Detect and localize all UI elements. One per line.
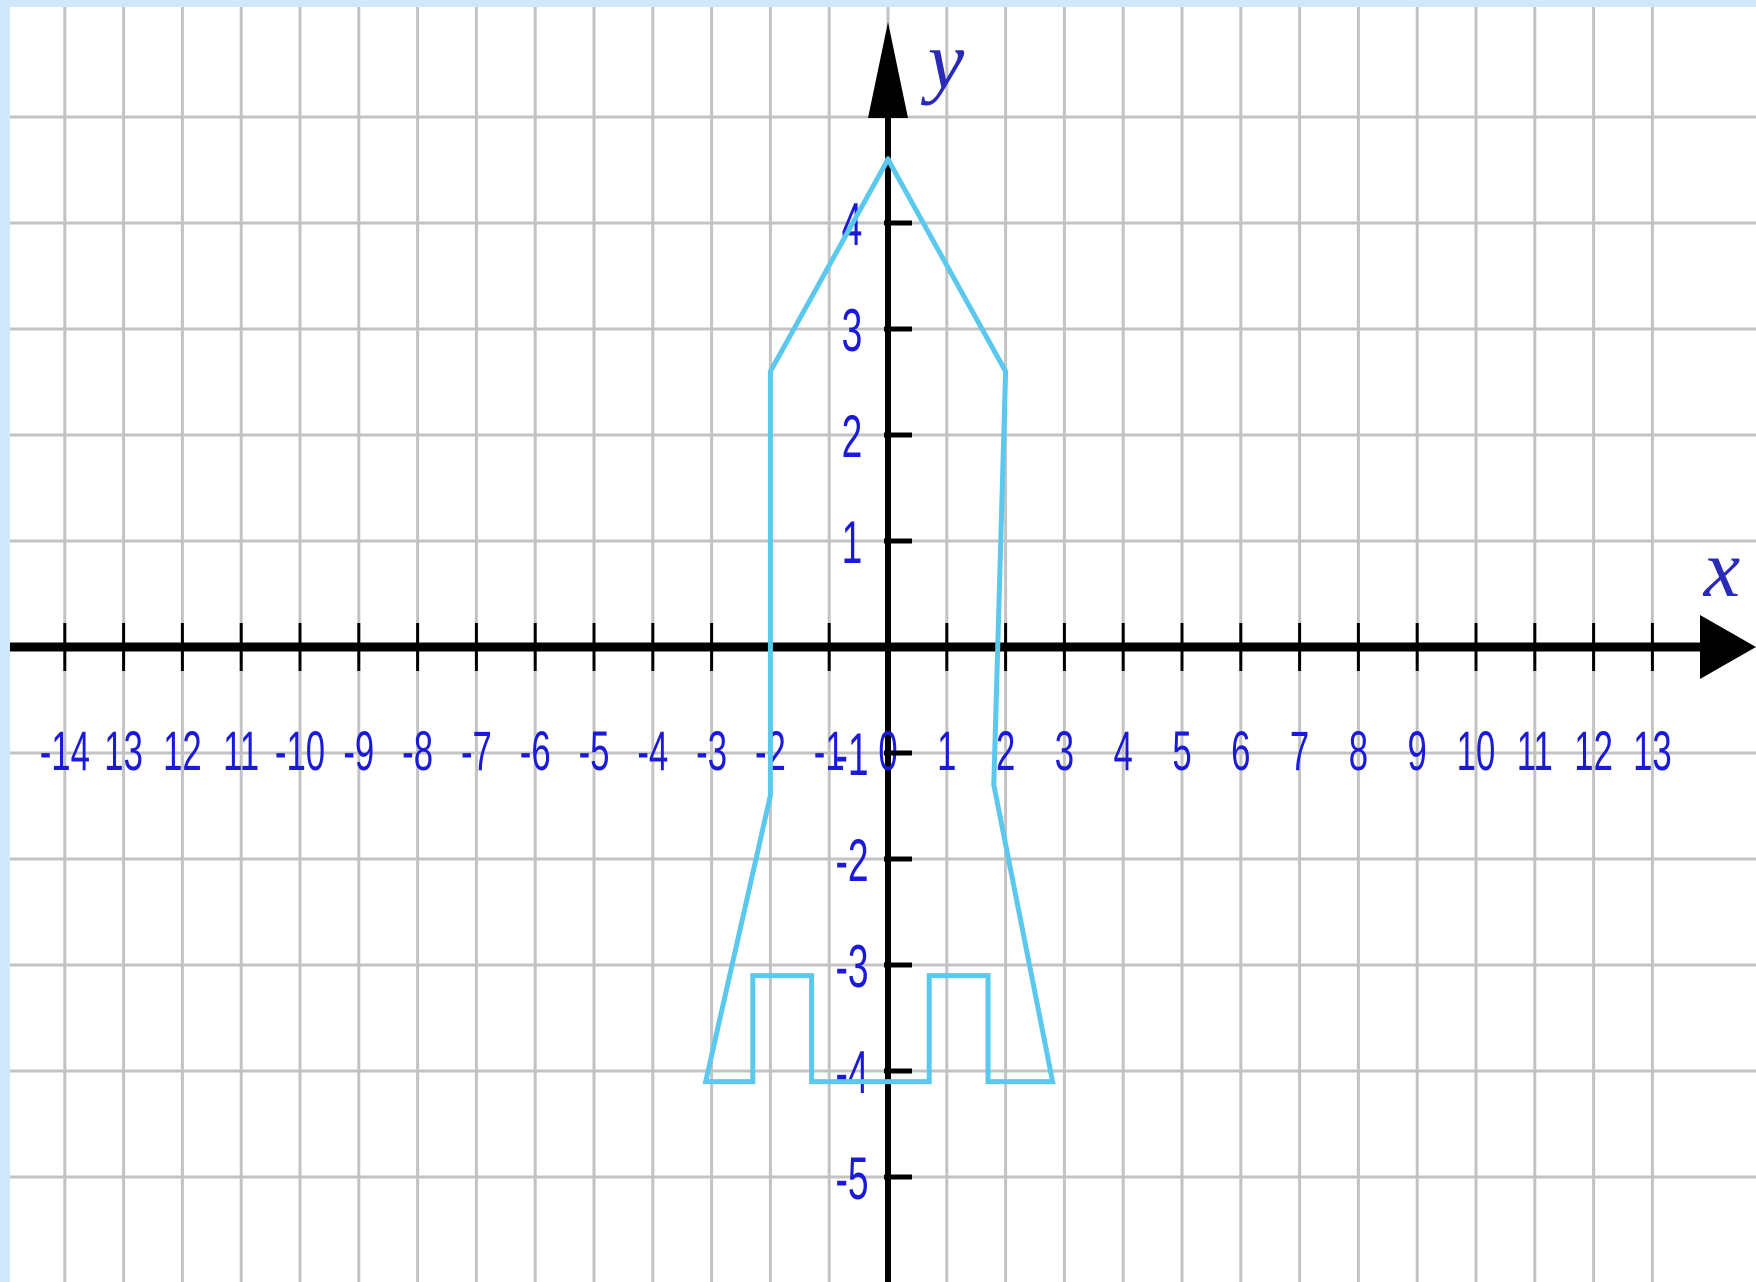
x-tick-label: 11 [223,720,259,783]
y-tick-label: -1 [835,721,868,788]
x-tick-label: 6 [1231,720,1250,783]
x-tick-label: -3 [696,720,727,783]
x-tick-label: -10 [275,720,325,783]
y-axis-arrow [868,22,908,118]
x-tick-label: 5 [1172,720,1191,783]
x-tick-label: 13 [104,720,143,783]
x-axis-arrow [1700,615,1756,679]
x-tick-label: 8 [1349,720,1368,783]
x-tick-label: 12 [163,720,202,783]
x-axis-label: x [1703,523,1740,614]
x-tick-label: -9 [343,720,374,783]
y-axis-label: y [921,15,965,106]
x-tick-label: -6 [520,720,551,783]
y-tick-label: 3 [842,297,863,364]
x-tick-label: 7 [1290,720,1309,783]
x-tick-label: -4 [637,720,668,783]
x-tick-label: 10 [1457,720,1496,783]
frame-edge-left [0,0,10,1282]
x-tick-label: -14 [40,720,90,783]
x-tick-label: 1 [937,720,956,783]
y-tick-label: 2 [842,403,863,470]
x-tick-label: 9 [1408,720,1427,783]
x-tick-label: -8 [402,720,433,783]
x-tick-label: -7 [461,720,492,783]
series-line [702,156,1056,1085]
x-tick-label: 11 [1517,720,1553,783]
x-ticks: -14131211-10-9-8-7-6-5-4-3-2-10123456789… [40,623,1672,782]
y-tick-label: 1 [842,509,863,576]
x-tick-label: 13 [1633,720,1672,783]
y-tick-label: -4 [835,1039,868,1106]
y-tick-label: -5 [835,1145,868,1212]
x-tick-label: 4 [1114,720,1133,783]
y-tick-label: -3 [835,933,868,1000]
frame-edge-top [0,0,1756,7]
x-tick-label: 3 [1055,720,1074,783]
x-tick-label: -1 [814,720,845,783]
x-tick-label: -5 [579,720,610,783]
y-tick-label: -2 [835,827,868,894]
x-tick-label: 12 [1574,720,1613,783]
x-tick-label: 2 [996,720,1015,783]
